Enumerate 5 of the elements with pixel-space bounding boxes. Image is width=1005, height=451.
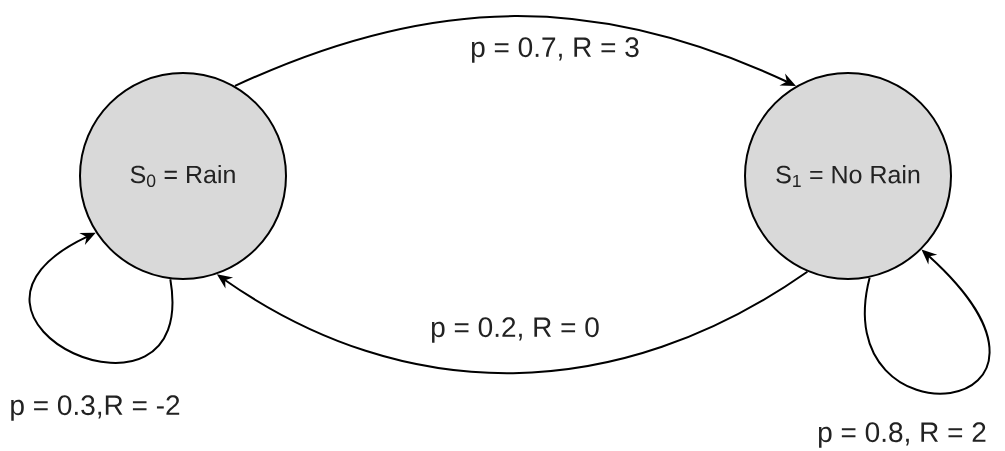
- edge-label: p = 0.7, R = 3: [469, 36, 641, 64]
- edge-label: p = 0.8, R = 2: [816, 421, 988, 449]
- edge-label: p = 0.3,R = -2: [8, 394, 182, 422]
- edge-label: p = 0.2, R = 0: [429, 316, 601, 344]
- self-loop-arrow: [28, 232, 173, 364]
